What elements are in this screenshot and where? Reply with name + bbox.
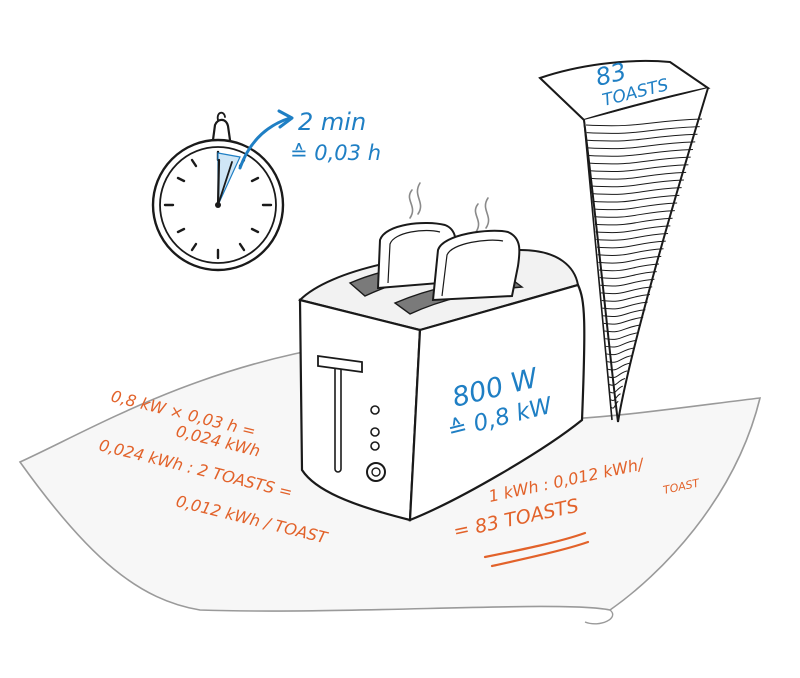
steam	[408, 182, 490, 233]
timer-duration-label: 2 min	[298, 108, 366, 136]
timer-arrow	[238, 109, 294, 170]
timer-hours-label: ≙ 0,03 h	[290, 141, 381, 165]
toaster	[298, 222, 586, 522]
result-underline	[483, 531, 590, 568]
toast-stack	[538, 59, 711, 423]
toast-slice-right	[431, 229, 521, 302]
stopwatch	[151, 111, 285, 272]
